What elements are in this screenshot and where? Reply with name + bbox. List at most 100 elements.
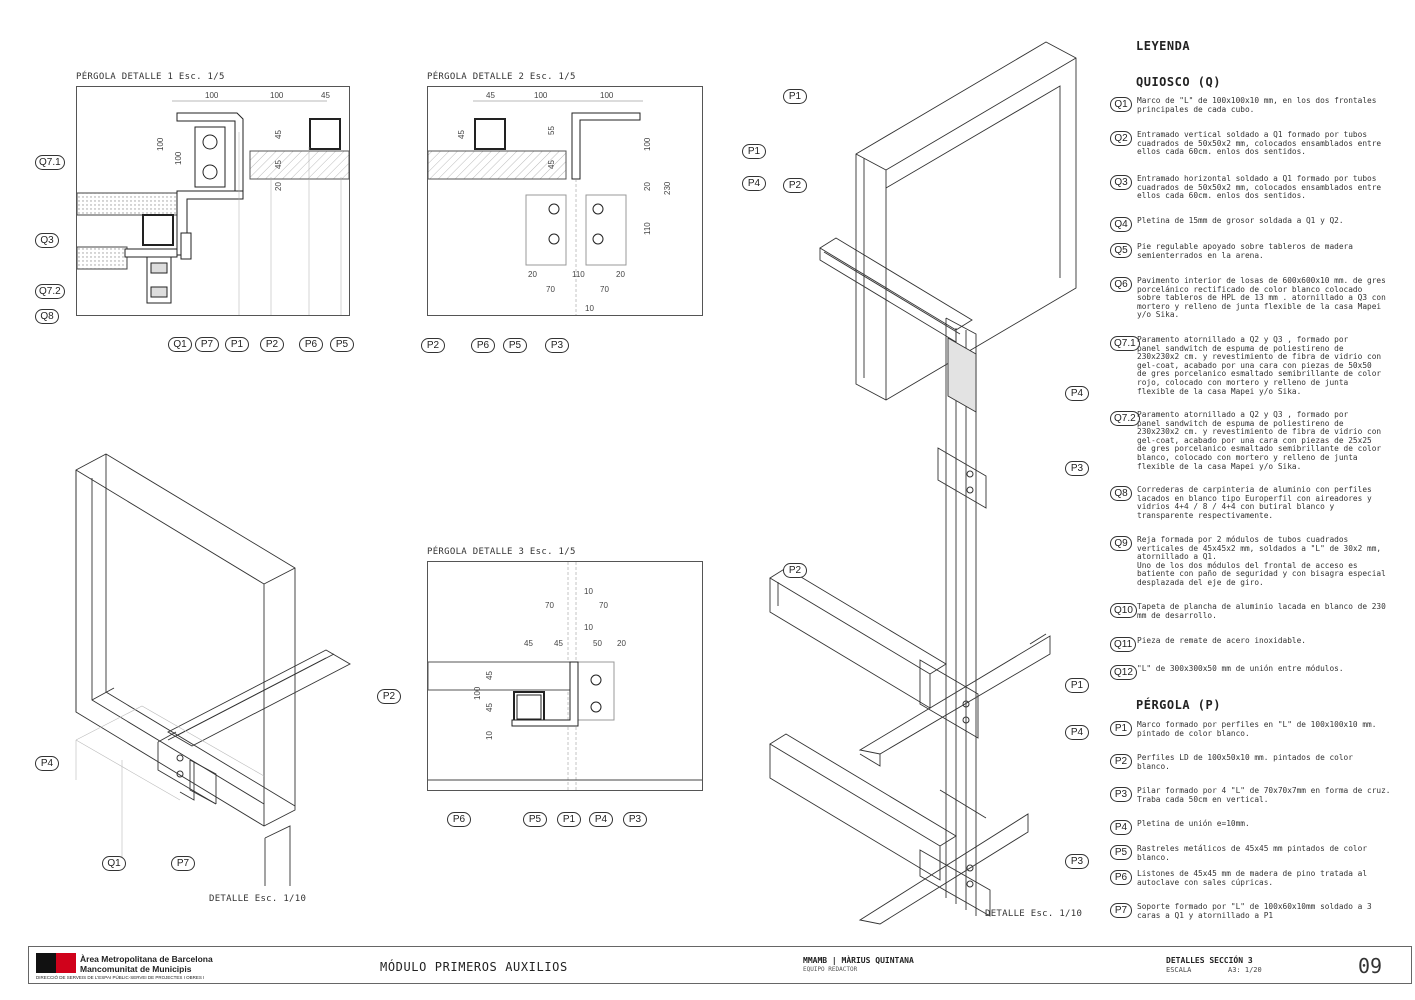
tag-iso-r-p3-top: P3: [1065, 461, 1089, 476]
team-sub: EQUIPO REDACTOR: [803, 966, 858, 973]
project-title: MÓDULO PRIMEROS AUXILIOS: [380, 960, 568, 974]
d1-dim-8: 20: [274, 182, 283, 191]
d2-dim-7: 100: [643, 137, 652, 151]
legend-text: Correderas de carpinteria de aluminio co…: [1137, 485, 1372, 520]
tag-d2-p3: P3: [545, 338, 569, 353]
legend-tag: Q2: [1110, 131, 1132, 146]
legend-text: Rastreles metálicos de 45x45 mm pintados…: [1137, 844, 1368, 862]
d3-dim-5: 45: [524, 639, 533, 648]
iso-right-title: DETALLE Esc. 1/10: [985, 909, 1083, 919]
tag-q7-2: Q7.2: [35, 284, 65, 299]
amb-logo: [36, 953, 76, 973]
tag-d2-p1: P1: [742, 144, 766, 159]
legend-tag: Q10: [1110, 603, 1137, 618]
d2-dim-9: 230: [663, 181, 672, 195]
tag-d3-p5: P5: [523, 812, 547, 827]
tag-p2: P2: [260, 337, 284, 352]
tag-d2-p6: P6: [471, 338, 495, 353]
legend-tag: P1: [1110, 721, 1132, 736]
legend-text: Marco formado por perfiles en "L" de 100…: [1137, 720, 1377, 738]
legend-tag: P5: [1110, 845, 1132, 860]
tag-d2-p2: P2: [421, 338, 445, 353]
d1-dim-7: 45: [274, 160, 283, 169]
legend-tag: P7: [1110, 903, 1132, 918]
d3-dim-2: 70: [545, 601, 554, 610]
tag-iso-l-q1: Q1: [102, 856, 126, 871]
legend-text: Soporte formado por "L" de 100x60x10mm s…: [1137, 902, 1372, 920]
sheet-number: 09: [1358, 954, 1383, 978]
tag-iso-r-p1-mid: P1: [1065, 678, 1089, 693]
scale-label: ESCALA: [1166, 966, 1192, 974]
d1-dim-2: 100: [270, 91, 284, 100]
org-line-3: DIRECCIÓ DE SERVEIS DE L'ESPAI PÚBLIC-SE…: [36, 975, 205, 980]
d2-dim-8: 20: [643, 182, 652, 191]
detail-3-title: PÉRGOLA DETALLE 3 Esc. 1/5: [427, 547, 576, 557]
d3-dim-9: 45: [485, 671, 494, 680]
legend-text: Reja formada por 2 módulos de tubos cuad…: [1137, 535, 1386, 587]
tag-iso-r-p1-top: P1: [783, 89, 807, 104]
legend-text: Perfiles LD de 100x50x10 mm. pintados de…: [1137, 753, 1353, 771]
d1-dim-4: 100: [156, 137, 165, 151]
legend-tag: P3: [1110, 787, 1132, 802]
d2-dim-4: 45: [457, 130, 466, 139]
tag-iso-l-p4: P4: [35, 756, 59, 771]
d2-dim-13: 20: [616, 270, 625, 279]
tag-d3-p3: P3: [623, 812, 647, 827]
d2-dim-15: 70: [600, 285, 609, 294]
d2-dim-6: 45: [547, 160, 556, 169]
legend-tag: Q7.1: [1110, 336, 1140, 351]
tag-d2-p5: P5: [503, 338, 527, 353]
tag-iso-r-p3-low: P3: [1065, 854, 1089, 869]
detail-2-drawing: 45 100 100 45 55 45 100 20 230 110 20 11…: [427, 86, 703, 316]
legend-tag: Q1: [1110, 97, 1132, 112]
legend-text: Pilar formado por 4 "L" de 70x70x7mm en …: [1137, 786, 1391, 804]
d2-dim-5: 55: [547, 126, 556, 135]
d3-dim-1: 10: [584, 587, 593, 596]
detail-1-drawing: 100 100 45 100 100 45 45 20: [76, 86, 350, 316]
tag-p5: P5: [330, 337, 354, 352]
d3-dim-11: 45: [485, 703, 494, 712]
legend-tag: Q11: [1110, 637, 1137, 652]
d2-dim-10: 110: [643, 222, 652, 235]
legend-text: Entramado vertical soldado a Q1 formado …: [1137, 130, 1382, 157]
d2-dim-3: 100: [600, 91, 614, 100]
legend-text: Pavimento interior de losas de 600x600x1…: [1137, 276, 1386, 320]
legend-text: Marco de "L" de 100x100x10 mm, en los do…: [1137, 96, 1377, 114]
legend-tag: Q4: [1110, 217, 1132, 232]
iso-left-title: DETALLE Esc. 1/10: [209, 894, 307, 904]
d3-dim-8: 20: [617, 639, 626, 648]
legend-text: Paramento atornillado a Q2 y Q3 , formad…: [1137, 410, 1382, 471]
tag-iso-r-p2-mid: P2: [783, 563, 807, 578]
legend-text: Listones de 45x45 mm de madera de pino t…: [1137, 869, 1368, 887]
legend-text: Pletina de unión e=10mm.: [1137, 819, 1250, 828]
legend-tag: Q12: [1110, 665, 1137, 680]
tag-d3-p4: P4: [589, 812, 613, 827]
legend-tag: P2: [1110, 754, 1132, 769]
org-line-2: Mancomunitat de Municipis: [80, 964, 192, 974]
d1-dim-6: 45: [274, 130, 283, 139]
d2-dim-2: 100: [534, 91, 548, 100]
quiosco-heading: QUIOSCO (Q): [1136, 75, 1221, 89]
d3-dim-12: 10: [485, 731, 494, 740]
tag-q3: Q3: [35, 233, 59, 248]
detail-2-title: PÉRGOLA DETALLE 2 Esc. 1/5: [427, 72, 576, 82]
title-block: [28, 946, 1412, 984]
legend-text: "L" de 300x300x50 mm de unión entre módu…: [1137, 664, 1344, 673]
legend-text: Pie regulable apoyado sobre tableros de …: [1137, 242, 1353, 260]
legend-text: Tapeta de plancha de aluminio lacada en …: [1137, 602, 1386, 620]
iso-detail-right: [760, 38, 1100, 928]
tag-d3-p6: P6: [447, 812, 471, 827]
legend-tag: Q7.2: [1110, 411, 1140, 426]
d2-dim-16: 10: [585, 304, 594, 313]
d3-dim-4: 10: [584, 623, 593, 632]
tag-p1: P1: [225, 337, 249, 352]
d2-dim-14: 70: [546, 285, 555, 294]
d2-dim-1: 45: [486, 91, 495, 100]
legend-text: Paramento atornillado a Q2 y Q3 , formad…: [1137, 335, 1382, 396]
legend-text: Pieza de remate de acero inoxidable.: [1137, 636, 1306, 645]
legend-tag: Q6: [1110, 277, 1132, 292]
tag-iso-r-p4-mid: P4: [1065, 725, 1089, 740]
legend-text: Pletina de 15mm de grosor soldada a Q1 y…: [1137, 216, 1344, 225]
tag-q7-1: Q7.1: [35, 155, 65, 170]
pergola-heading: PÉRGOLA (P): [1136, 698, 1221, 712]
